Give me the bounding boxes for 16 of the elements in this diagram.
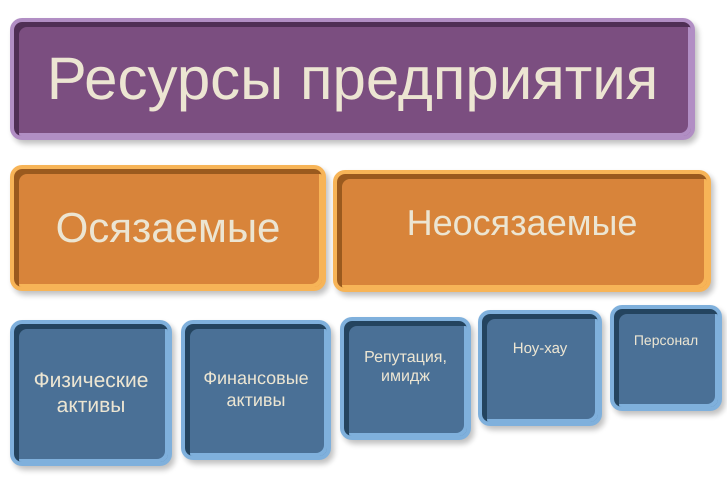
heading-box bbox=[10, 18, 695, 140]
category-label: Осязаемые bbox=[56, 202, 280, 253]
item-box bbox=[610, 305, 722, 411]
item-box bbox=[181, 320, 331, 460]
item-box bbox=[340, 317, 471, 440]
category-box bbox=[10, 165, 326, 291]
item-box bbox=[478, 310, 602, 426]
item-label: Персонал bbox=[634, 332, 698, 349]
category-label: Неосязаемые bbox=[406, 201, 638, 244]
item-box bbox=[10, 320, 172, 466]
item-label: Ноу-хау bbox=[512, 340, 568, 358]
category-box bbox=[333, 170, 711, 292]
item-label: Финансовые активы bbox=[202, 368, 310, 412]
title-text: Ресурсы предприятия bbox=[46, 44, 658, 114]
item-label: Репутация, имидж bbox=[363, 348, 448, 386]
item-label: Физические активы bbox=[32, 368, 150, 418]
